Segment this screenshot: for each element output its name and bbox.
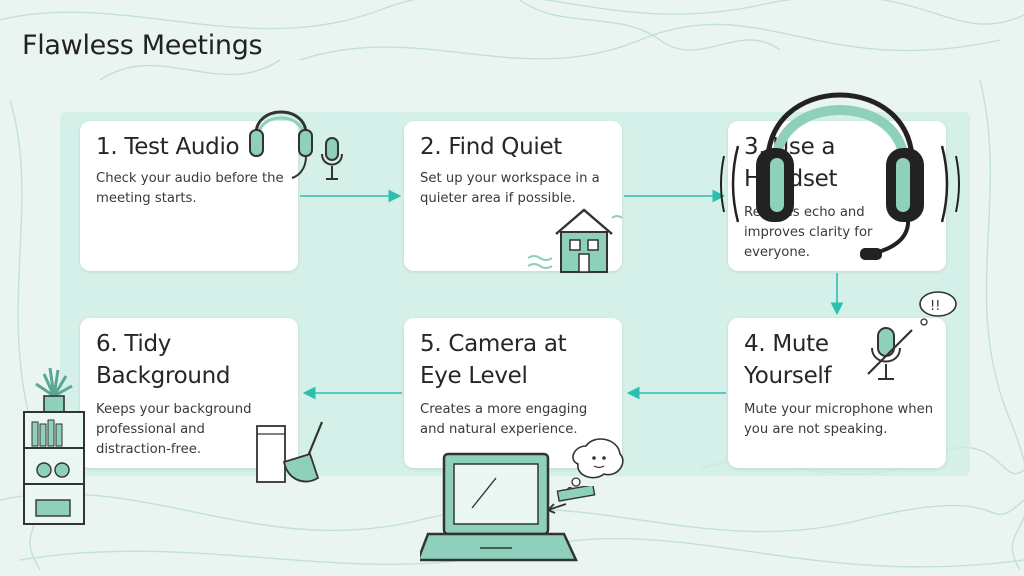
headphones-icon xyxy=(249,110,313,179)
step-description: Check your audio before the meeting star… xyxy=(96,171,284,206)
step-title: 2. Find Quiet xyxy=(420,134,563,160)
step-title: 5. Camera at Eye Level xyxy=(420,331,567,389)
dustpan-icon xyxy=(282,421,324,483)
step-title: 4. Mute Yourself xyxy=(744,331,832,389)
step-description: Set up your workspace in a quieter area … xyxy=(420,171,600,206)
muted-microphone-icon: !! xyxy=(867,291,957,380)
page-title: Flawless Meetings xyxy=(22,30,263,61)
step-description: Mute your microphone when you are not sp… xyxy=(744,402,934,437)
laptop-icon xyxy=(420,452,578,562)
step-card-camera-eye-level: 5. Camera at Eye Level Creates a more en… xyxy=(404,318,622,468)
bookshelf-icon xyxy=(23,367,85,525)
step-title: 6. Tidy Background xyxy=(96,331,231,389)
step-description: Keeps your background professional and d… xyxy=(96,402,252,457)
ruler-icon xyxy=(547,486,596,514)
cup-icon xyxy=(256,425,286,483)
microphone-icon xyxy=(321,137,343,180)
house-icon xyxy=(527,208,623,273)
step-title: 1. Test Audio xyxy=(96,134,240,160)
step-card-mute-yourself: 4. Mute Yourself Mute your microphone wh… xyxy=(728,318,946,468)
headset-icon xyxy=(720,92,960,260)
svg-text:!!: !! xyxy=(930,299,940,314)
step-description: Creates a more engaging and natural expe… xyxy=(420,402,588,437)
